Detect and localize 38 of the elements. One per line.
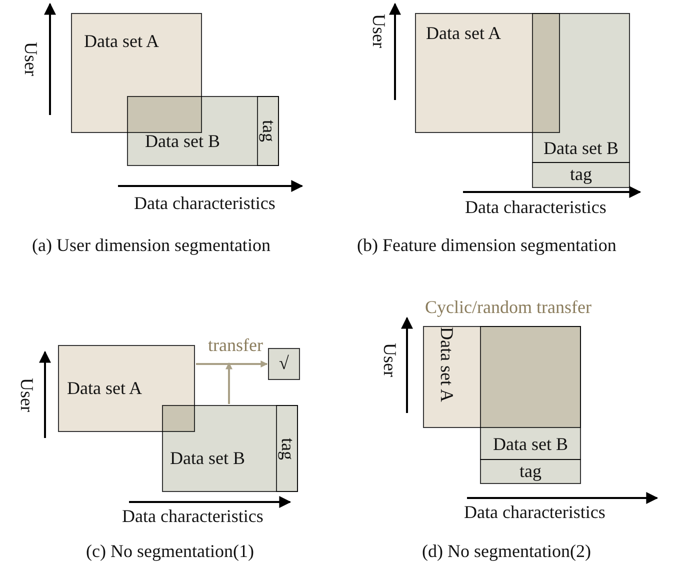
box-label: Data set B (544, 139, 618, 159)
check-box (268, 348, 300, 380)
box-label: tag (570, 165, 592, 185)
axis-label: Data characteristics (465, 198, 606, 218)
panel-title: Cyclic/random transfer (425, 298, 592, 318)
figure-caption: (c) No segmentation(1) (86, 542, 254, 562)
data-box (58, 345, 195, 432)
box-label: Data set A (67, 378, 142, 398)
box-label: Data set A (436, 327, 456, 402)
data-box (276, 405, 298, 492)
arrow (196, 360, 268, 368)
box-label: Data set B (493, 435, 568, 455)
box-label: Data set A (84, 32, 159, 52)
check-mark: √ (279, 354, 289, 374)
axis-label: User (379, 343, 399, 377)
figure-caption: (d) No segmentation(2) (422, 542, 591, 562)
data-box (162, 405, 298, 492)
data-box (257, 96, 279, 166)
axis-label: User (368, 14, 388, 48)
data-box (127, 96, 279, 166)
figure-caption: (b) Feature dimension segmentation (357, 236, 616, 256)
box-label: Data set B (145, 132, 220, 152)
data-box (532, 162, 630, 188)
box-label: tag (520, 462, 542, 482)
axis-label: Data characteristics (134, 194, 276, 214)
box-label: tag (258, 120, 278, 142)
box-label: Data set B (170, 448, 245, 468)
axis-label: Data characteristics (122, 507, 264, 527)
axis-label: User (16, 378, 36, 412)
axis-label: User (20, 42, 40, 76)
data-box (480, 459, 581, 484)
arrow (226, 362, 232, 404)
figure-caption: (a) User dimension segmentation (32, 236, 270, 256)
data-box (532, 13, 630, 163)
box-label: Data set A (426, 24, 501, 44)
data-box (480, 326, 581, 460)
axis-label: Data characteristics (464, 503, 606, 523)
box-label: tag (277, 438, 297, 460)
